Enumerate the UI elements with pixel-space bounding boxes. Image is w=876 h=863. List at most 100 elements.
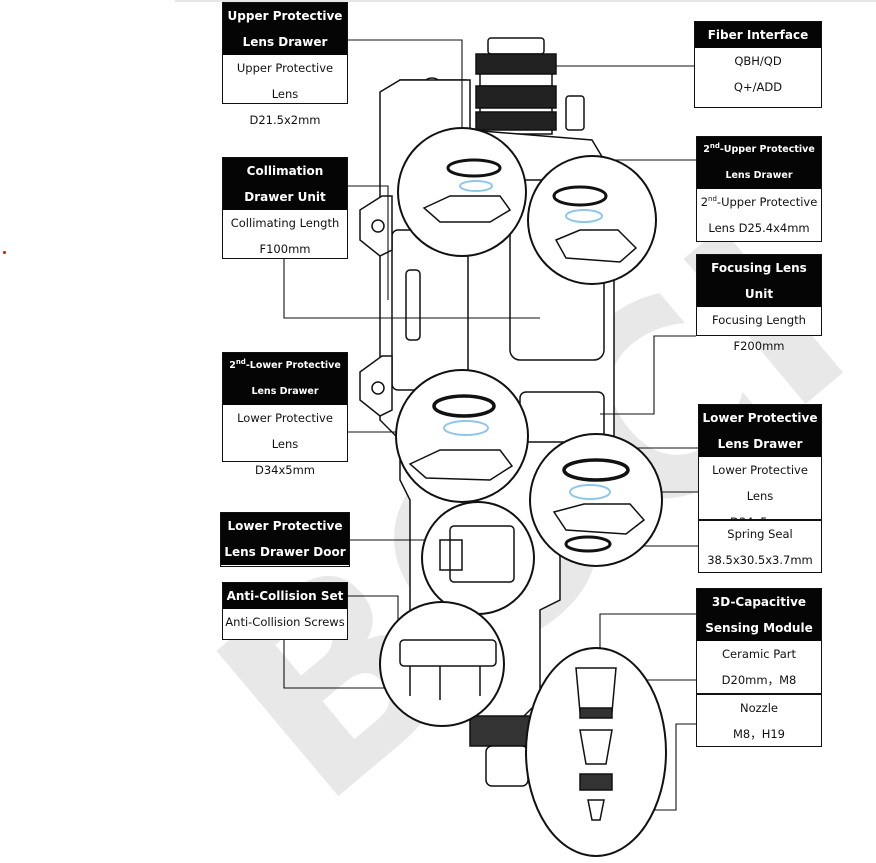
label-sensing-row-1: Ceramic Part	[722, 647, 796, 661]
upper-drawer-plate	[422, 195, 512, 223]
label-second-upper-row-sup: nd	[708, 195, 717, 204]
side-fitting	[565, 95, 585, 131]
label-spring-seal-row-2: 38.5x30.5x3.7mm	[707, 553, 813, 567]
label-second-upper-row-2: Lens D25.4x4mm	[708, 221, 810, 235]
label-spring-seal: Spring Seal 38.5x30.5x3.7mm	[698, 520, 822, 573]
label-second-lower-header-text: -Lower Protective	[245, 360, 341, 371]
leader-sensing	[599, 613, 696, 660]
lower-ring	[562, 458, 630, 482]
label-second-upper-header-2: Lens Drawer	[697, 163, 821, 189]
spring-seal-ring	[564, 535, 612, 553]
side-cylinder	[405, 269, 421, 341]
label-collimation: Collimation Drawer Unit Collimating Leng…	[222, 157, 348, 259]
second-upper-plate	[554, 229, 638, 263]
anti-collision-block	[399, 639, 497, 667]
leader-anti-collision	[283, 640, 386, 689]
label-lower-drawer-row-1: Lower Protective Lens	[712, 463, 808, 503]
label-fiber: Fiber Interface QBH/QD Q+/ADD	[694, 21, 822, 108]
label-fiber-row-2: Q+/ADD	[733, 80, 783, 94]
lower-drawer-plate	[552, 503, 646, 535]
label-second-upper-header-pre: 2	[703, 144, 710, 155]
label-focusing-row-2: F200mm	[733, 339, 785, 353]
second-upper-lens	[565, 209, 603, 223]
label-sensing-header-1: 3D-Capacitive	[697, 589, 821, 615]
label-spring-seal-row-1: Spring Seal	[727, 527, 793, 541]
label-lower-door-header-2: Lens Drawer Door	[221, 539, 349, 565]
label-sensing: 3D-Capacitive Sensing Module Ceramic Par…	[696, 588, 822, 694]
label-upper-drawer-header-2: Lens Drawer	[223, 29, 347, 55]
label-nozzle: Nozzle M8，H19	[696, 694, 822, 747]
label-nozzle-row-1: Nozzle	[740, 701, 778, 715]
label-fiber-row-1: QBH/QD	[734, 54, 782, 68]
label-second-lower-header-1: 2nd-Lower Protective	[223, 353, 347, 379]
nozzle-cone	[579, 729, 613, 765]
leader-collimation-2	[348, 185, 389, 300]
nozzle-tip	[587, 799, 605, 821]
label-focusing-header: Focusing Lens Unit	[697, 255, 821, 307]
ceramic-ring	[579, 707, 613, 719]
door-block	[449, 525, 515, 583]
label-second-lower-header-sup: nd	[235, 357, 246, 366]
label-lower-drawer-header-2: Lens Drawer	[699, 431, 821, 457]
detail-circle-door	[421, 501, 535, 615]
label-anti-collision-header: Anti-Collision Set	[223, 583, 347, 609]
label-upper-drawer: Upper Protective Lens Drawer Upper Prote…	[222, 2, 348, 127]
label-second-upper-header-text: -Upper Protective	[719, 144, 815, 155]
detail-circle-lower-drawer	[529, 433, 663, 567]
second-upper-ring	[552, 185, 608, 207]
bottom-cone	[485, 745, 529, 787]
fiber-connector-ring-1	[475, 53, 557, 75]
clamp-upper-screw	[371, 219, 385, 233]
label-second-lower-header-pre: 2	[229, 360, 236, 371]
label-fiber-header: Fiber Interface	[695, 22, 821, 48]
label-second-upper-row-1: 2nd-Upper Protective	[697, 189, 821, 215]
label-nozzle-row-2: M8，H19	[732, 727, 786, 741]
second-lower-plate	[408, 449, 514, 481]
leader-collimation	[283, 255, 540, 319]
fiber-connector-ring-3	[475, 85, 557, 109]
label-lower-drawer-header-1: Lower Protective	[699, 405, 821, 431]
label-collimation-row-1: Collimating Length	[230, 216, 340, 230]
upper-ring	[446, 158, 502, 178]
label-second-lower-row-2: D34x5mm	[254, 463, 315, 477]
label-second-upper-row-pre: 2	[700, 195, 709, 209]
label-second-upper-header-sup: nd	[709, 141, 720, 150]
clamp-lower-screw	[371, 381, 385, 395]
label-sensing-row-2: D20mm，M8	[721, 673, 797, 687]
label-second-lower-row-1: Lower Protective Lens	[237, 411, 333, 451]
label-second-upper: 2nd-Upper Protective Lens Drawer 2nd-Upp…	[696, 136, 822, 242]
lower-lens	[569, 484, 611, 500]
label-collimation-header-1: Collimation	[223, 158, 347, 184]
label-upper-drawer-header-1: Upper Protective	[223, 3, 347, 29]
nut	[579, 773, 613, 791]
label-anti-collision: Anti-Collision Set Anti-Collision Screws	[222, 582, 348, 640]
detail-ellipse-nozzle	[525, 647, 667, 857]
label-upper-drawer-row-1: Upper Protective Lens	[236, 61, 334, 101]
label-collimation-row-2: F100mm	[259, 242, 311, 256]
leader-focusing	[600, 335, 696, 415]
fiber-connector-cap	[487, 37, 545, 55]
label-second-upper-header-1: 2nd-Upper Protective	[697, 137, 821, 163]
label-anti-collision-row-1: Anti-Collision Screws	[225, 615, 345, 629]
detail-parts	[399, 158, 646, 821]
label-lower-door-header-1: Lower Protective	[221, 513, 349, 539]
leader-upper-drawer	[348, 39, 463, 130]
upper-lens	[459, 180, 493, 192]
detail-circles	[379, 127, 667, 857]
detail-circle-anti-collision	[379, 601, 505, 727]
detail-circle-second-upper	[527, 155, 657, 285]
second-lower-ring	[432, 394, 496, 418]
label-second-upper-row-text: -Upper Protective	[716, 195, 818, 209]
label-lower-door: Lower Protective Lens Drawer Door	[220, 512, 350, 567]
second-lower-lens	[443, 420, 489, 436]
label-second-lower: 2nd-Lower Protective Lens Drawer Lower P…	[222, 352, 348, 477]
label-focusing: Focusing Lens Unit Focusing Length F200m…	[696, 254, 822, 353]
stray-dot	[3, 251, 6, 254]
label-upper-drawer-row-2: D21.5x2mm	[249, 113, 321, 127]
fiber-connector-ring-2	[479, 73, 553, 87]
detail-circle-second-lower	[395, 369, 529, 503]
fiber-connector-ring-5	[475, 111, 557, 131]
door-plate	[439, 539, 463, 571]
label-second-lower-header-2: Lens Drawer	[223, 379, 347, 405]
label-lower-drawer: Lower Protective Lens Drawer Lower Prote…	[698, 404, 822, 529]
